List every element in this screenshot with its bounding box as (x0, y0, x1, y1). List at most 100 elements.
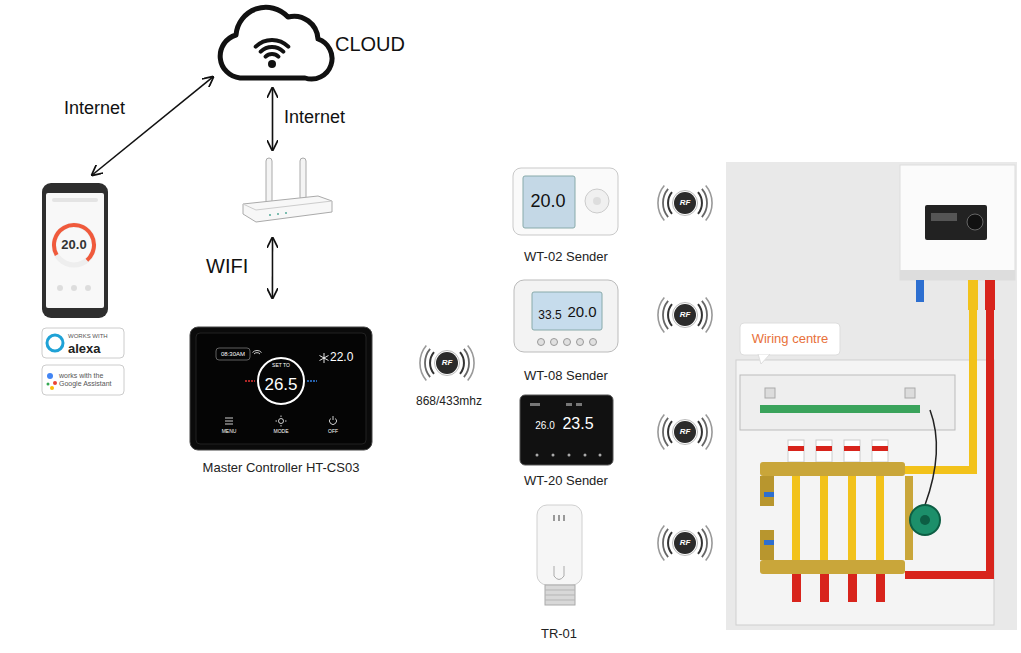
device-node: 08:30AMSET TO26.522.0MENUMODEOFFMaster C… (190, 327, 372, 476)
device-node: TR-01 (537, 505, 582, 642)
rf-symbol (658, 298, 712, 333)
heating-cabinet (726, 162, 1017, 630)
wt02-illustration (513, 168, 618, 235)
trv-illustration (563, 515, 565, 521)
google-badge (53, 381, 57, 385)
heating-cabinet (760, 530, 774, 560)
node-text: 26.5 (264, 376, 297, 395)
alexa-badge (42, 328, 124, 358)
wt02-illustration (523, 176, 575, 228)
wt08-illustration (590, 339, 597, 346)
wt08-illustration (532, 292, 602, 330)
heating-cabinet (760, 560, 905, 574)
node-text: TR-01 (541, 627, 577, 641)
heating-cabinet (788, 446, 804, 451)
wt20-illustration (530, 403, 540, 406)
heating-cabinet (925, 410, 936, 505)
heating-cabinet (820, 476, 828, 560)
wt20-illustration (552, 454, 555, 457)
heating-cabinet (764, 540, 774, 545)
node-text: 23.5 (562, 415, 593, 433)
device-node: RF (650, 185, 720, 221)
trv-illustration (554, 566, 564, 580)
node-text: 08:30AM (221, 351, 245, 358)
wt20-illustration (584, 454, 587, 457)
rf-symbol (658, 186, 712, 221)
wt08-illustration (551, 339, 558, 346)
router-icon (243, 196, 332, 222)
heating-cabinet (816, 440, 832, 462)
wt02-illustration (513, 168, 618, 235)
device-node: RF (650, 297, 720, 333)
trv-illustration (553, 515, 555, 521)
wt08-illustration (538, 339, 545, 346)
device-node: CLOUD (218, 10, 327, 82)
controller-illustration (245, 380, 255, 382)
phone-illustration (71, 285, 77, 291)
node-text: MODE (274, 429, 289, 435)
node-text: WT-02 Sender (524, 250, 608, 264)
node-text: WORKS WITH (68, 333, 108, 340)
phone-illustration (52, 198, 98, 202)
device-node: RF (650, 525, 720, 561)
heating-cabinet (816, 446, 832, 451)
google-badge (47, 373, 53, 379)
controller-illustration (216, 348, 250, 360)
node-text: RF (680, 199, 691, 208)
phone-illustration (57, 285, 63, 291)
controller-illustration (320, 353, 329, 363)
heating-cabinet (916, 280, 924, 302)
node-text: Wiring centre (752, 332, 829, 346)
wt20-illustration (536, 454, 539, 457)
router-icon (266, 158, 272, 204)
device-node: 20.0 (42, 183, 108, 318)
heating-cabinet (910, 505, 940, 535)
node-text: alexa (68, 342, 101, 356)
heating-cabinet (740, 375, 955, 430)
cloud-icon (256, 40, 289, 57)
device-node: WORKS WITH alexa (42, 328, 124, 358)
edge-label: Internet (63, 99, 126, 117)
cloud-icon (268, 60, 276, 68)
heating-cabinet (765, 388, 775, 398)
heating-cabinet (872, 446, 888, 451)
heating-cabinet (760, 462, 905, 476)
node-text: 33.5 (538, 309, 561, 322)
heating-cabinet (792, 574, 801, 602)
google-badge (47, 383, 50, 386)
heating-cabinet (931, 213, 957, 221)
node-text: WT-20 Sender (524, 474, 608, 488)
wt20-illustration (576, 403, 582, 406)
heating-cabinet (726, 162, 1017, 630)
device-node: Wiring centre (740, 323, 840, 355)
connector-arrow (272, 238, 274, 298)
wt08-illustration (514, 280, 618, 352)
node-text: SET TO (272, 363, 290, 369)
device-node: 33.520.0WT-08 Sender (514, 280, 618, 384)
alexa-badge (47, 335, 63, 351)
heating-cabinet (788, 440, 804, 462)
device-node: works with the Google Assistant (42, 365, 124, 395)
controller-illustration (190, 327, 372, 450)
heating-cabinet (967, 214, 983, 230)
cloud-icon (220, 7, 332, 79)
wt20-illustration (520, 395, 613, 465)
edge-label: Internet (283, 108, 346, 126)
router-icon (243, 158, 332, 222)
wt02-illustration (585, 189, 609, 213)
controller-illustration (253, 350, 262, 354)
heating-cabinet (900, 270, 1015, 280)
callout-bubble (758, 354, 770, 364)
wt08-illustration (577, 339, 584, 346)
heating-cabinet (876, 476, 884, 560)
node-text: RF (680, 428, 691, 437)
wt08-illustration (564, 339, 571, 346)
connector-arrow (92, 77, 213, 175)
router-icon (243, 201, 332, 210)
node-text: RF (680, 539, 691, 548)
router-icon (285, 212, 287, 214)
phone-illustration (42, 183, 108, 318)
